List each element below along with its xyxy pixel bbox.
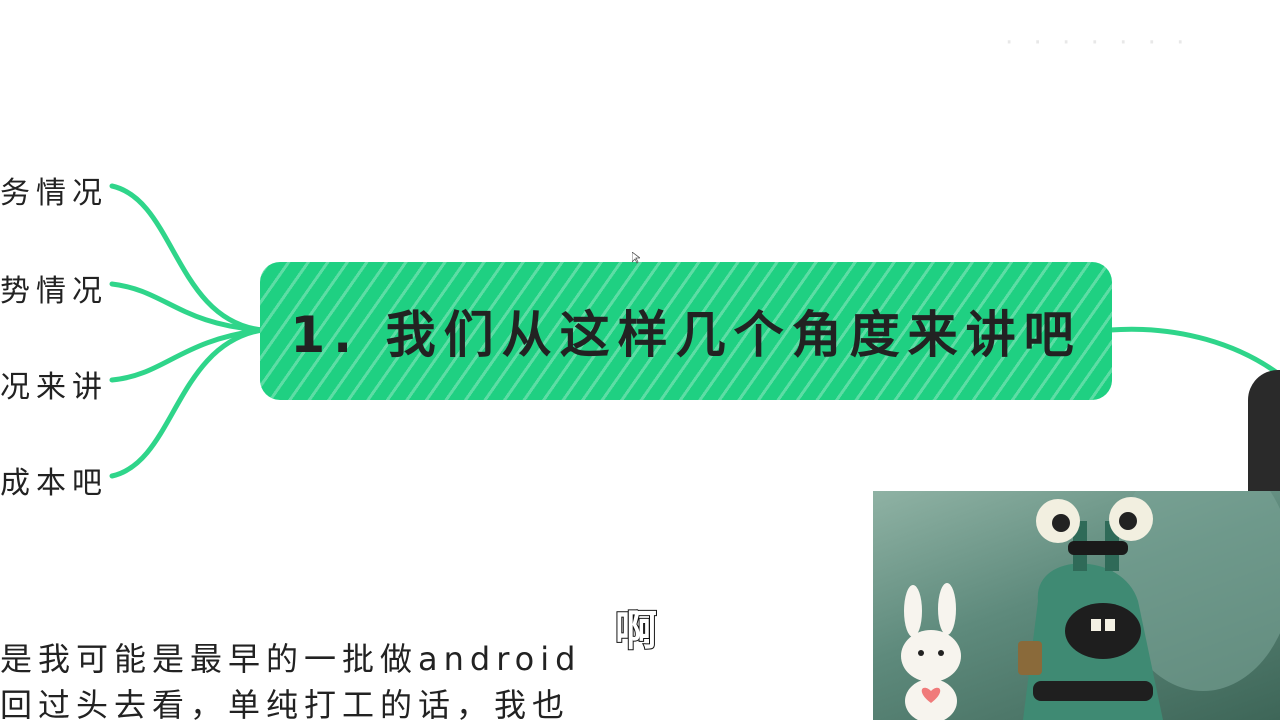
central-topic-node[interactable]: 1. 我们从这样几个角度来讲吧 [260,262,1112,400]
mouse-cursor-icon [632,252,640,264]
central-topic-title: 1. 我们从这样几个角度来讲吧 [290,306,1082,364]
cartoon-character-icon [901,491,1280,720]
branch-label-1[interactable]: 务情况 [0,176,108,211]
faint-watermark-text: · · · · · · · [1005,28,1191,58]
branch-label-4[interactable]: 成本吧 [0,466,108,501]
branch-label-3[interactable]: 况来讲 [0,370,108,405]
offscreen-node-edge [1248,370,1280,491]
note-text-line-1: 是我可能是最早的一批做android [0,640,582,678]
video-subtitle: 啊 [614,605,658,656]
branch-label-2[interactable]: 势情况 [0,274,108,309]
video-overlay [873,491,1280,720]
note-text-line-2: 回过头去看，单纯打工的话，我也 [0,686,571,724]
